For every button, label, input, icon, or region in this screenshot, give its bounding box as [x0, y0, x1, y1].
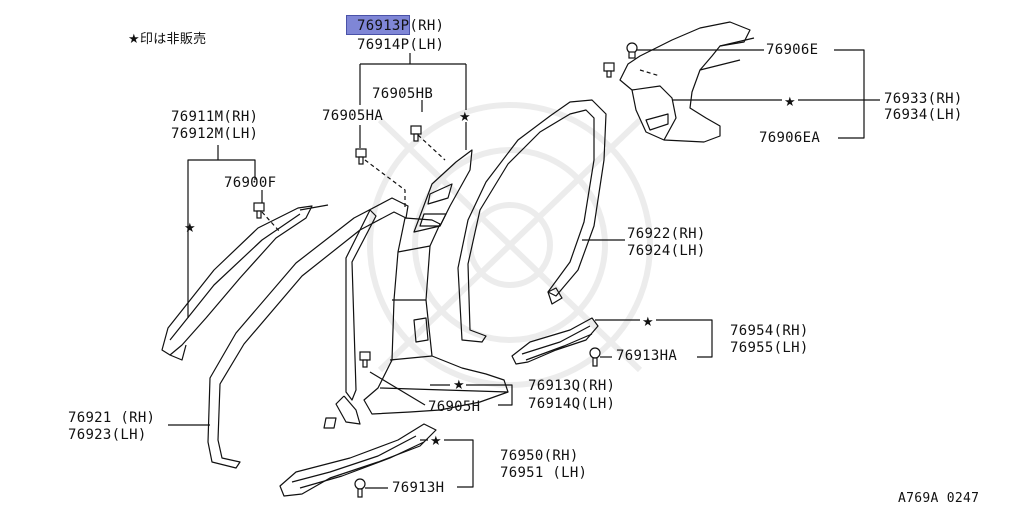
part-label-76914P: 76914P(LH): [357, 37, 445, 53]
clip-76905H: [359, 351, 371, 368]
part-label-76955: 76955(LH): [730, 340, 809, 356]
clip-76900F: [253, 202, 265, 219]
part-label-76911M: 76911M(RH): [171, 109, 259, 125]
part-label-76913P: 76913P(RH): [357, 18, 445, 34]
watermark-emblem: [367, 102, 653, 388]
part-label-76934: 76934(LH): [884, 107, 963, 123]
part-label-76912M: 76912M(LH): [171, 126, 259, 142]
front-weatherstrip: [207, 197, 409, 469]
star-markers: ★ ★ ★ ★ ★ ★: [184, 95, 796, 449]
leader-lines: [168, 49, 880, 489]
part-label-76921: 76921 (RH): [68, 410, 156, 426]
assembly-dashes: [261, 69, 661, 233]
door-weatherstrip: [457, 99, 607, 343]
part-label-76905HA: 76905HA: [322, 108, 384, 124]
star-icon: ★: [453, 378, 465, 393]
part-label-76913H: 76913H: [392, 480, 445, 496]
b-pillar-lower-trim: [363, 217, 509, 415]
part-label-76913HA: 76913HA: [616, 348, 678, 364]
part-label-76913Q: 76913Q(RH): [528, 378, 616, 394]
star-icon: ★: [642, 315, 654, 330]
star-icon: ★: [184, 221, 196, 236]
part-label-76900F: 76900F: [224, 175, 277, 191]
lower-kick-plate: [279, 423, 437, 497]
part-label-76950: 76950(RH): [500, 448, 579, 464]
c-pillar-trim: [619, 21, 751, 143]
clip-76913HA: [589, 347, 601, 367]
clip-76906EA: [603, 62, 615, 78]
star-icon: ★: [459, 110, 471, 125]
part-label-76923: 76923(LH): [68, 427, 147, 443]
clip-76905HB: [410, 125, 422, 142]
part-label-76906E: 76906E: [766, 42, 819, 58]
clip-76913H: [354, 478, 366, 498]
clip-76906E: [626, 42, 638, 59]
clip-76905HA: [355, 148, 367, 165]
part-label-76914Q: 76914Q(LH): [528, 396, 616, 412]
legend-note: ★印は非販売: [128, 32, 207, 47]
a-pillar-trim: [161, 205, 313, 356]
part-label-76905HB: 76905HB: [372, 86, 434, 102]
highlighted-part-marker: [346, 15, 410, 35]
clips: [253, 42, 638, 498]
part-label-76924: 76924(LH): [627, 243, 706, 259]
part-label-76954: 76954(RH): [730, 323, 809, 339]
part-label-76922: 76922(RH): [627, 226, 706, 242]
part-label-76905H: 76905H: [428, 399, 481, 415]
star-icon: ★: [784, 95, 796, 110]
star-icon: ★: [430, 434, 442, 449]
upper-kick-plate: [511, 317, 599, 365]
part-label-76951: 76951 (LH): [500, 465, 588, 481]
figure-code: A769A 0247: [898, 491, 980, 506]
part-label-76906EA: 76906EA: [759, 130, 821, 146]
part-label-76933: 76933(RH): [884, 91, 963, 107]
